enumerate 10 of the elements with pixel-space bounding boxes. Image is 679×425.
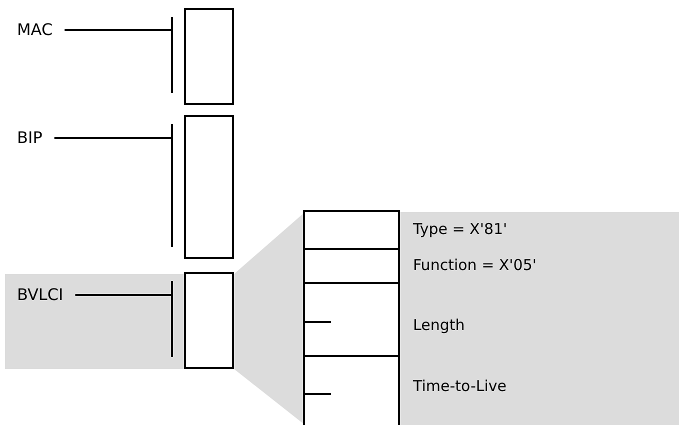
field-label: Function = X'05' bbox=[413, 256, 537, 274]
field-label: Length bbox=[413, 316, 465, 334]
frame-box bbox=[184, 115, 234, 259]
layer-label: MAC bbox=[17, 20, 53, 40]
layer-label: BIP bbox=[17, 128, 42, 148]
frame-box bbox=[184, 8, 234, 105]
frame-box bbox=[184, 272, 234, 369]
field-label: Time-to-Live bbox=[413, 377, 507, 395]
layer-label: BVLCI bbox=[17, 285, 64, 305]
field-label: Type = X'81' bbox=[413, 220, 508, 238]
